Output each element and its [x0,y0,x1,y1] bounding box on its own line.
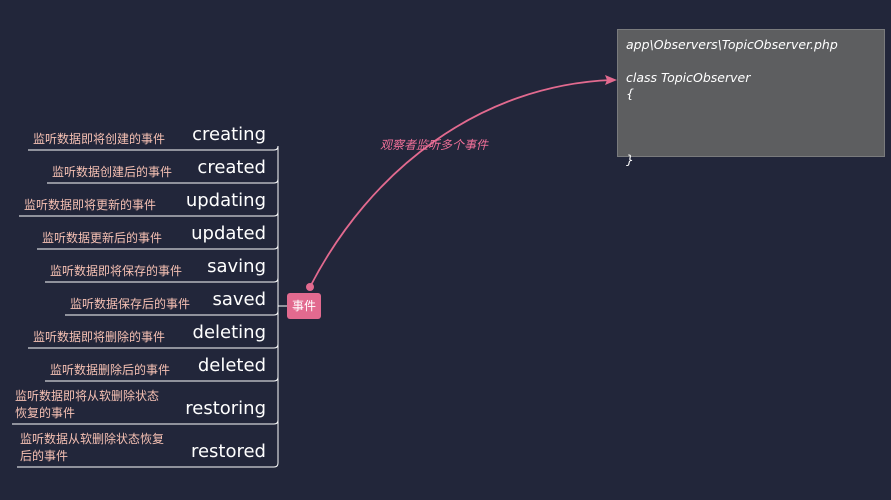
event-item-saving[interactable]: 监听数据即将保存的事件 saving [0,249,278,282]
code-line [626,53,876,69]
event-name: saving [207,256,266,277]
arrow-start-dot [306,283,314,291]
connector-restored [17,462,279,468]
edge-label: 观察者监听多个事件 [380,138,489,152]
observer-arrow [309,79,613,288]
event-description: 监听数据即将保存的事件 [50,264,183,278]
event-description: 监听数据删除后的事件 [50,363,171,377]
code-line: { [626,86,634,102]
event-name: updated [191,223,266,244]
event-item-updated[interactable]: 监听数据更新后的事件 updated [0,216,278,249]
event-name: restoring [185,398,266,419]
code-line: app\Observers\TopicObserver.php [626,37,838,52]
code-lines: app\Observers\TopicObserver.php class Top… [626,37,876,168]
event-description: 监听数据保存后的事件 [70,297,191,311]
event-name: deleting [192,322,266,343]
event-name: created [197,157,266,178]
event-item-updating[interactable]: 监听数据即将更新的事件 updating [0,183,278,216]
event-description: 监听数据即将删除的事件 [33,330,166,344]
event-description: 监听数据即将更新的事件 [24,198,157,212]
code-line: class TopicObserver [626,69,751,85]
event-name: saved [212,289,266,310]
event-description: 监听数据更新后的事件 [42,231,163,245]
event-item-deleted[interactable]: 监听数据删除后的事件 deleted [0,348,278,381]
tree-connectors [12,145,287,468]
event-name: restored [190,441,266,462]
event-item-created[interactable]: 监听数据创建后的事件 created [0,150,278,183]
event-name: updating [185,190,266,211]
code-box: app\Observers\TopicObserver.php class Top… [617,29,885,167]
event-description: 监听数据从软删除状态恢复后的事件 [20,432,165,463]
event-name: deleted [197,355,266,376]
event-name: creating [192,124,266,145]
code-line [626,103,876,119]
event-item-restored[interactable]: 监听数据从软删除状态恢复后的事件 restored [0,424,278,467]
event-item-deleting[interactable]: 监听数据即将删除的事件 deleting [0,315,278,348]
code-line: } [626,151,634,167]
event-description: 监听数据即将从软删除状态恢复的事件 [15,389,160,420]
event-description: 监听数据即将创建的事件 [33,132,166,146]
event-node[interactable]: 事件 [287,293,321,319]
event-item-saved[interactable]: 监听数据保存后的事件 saved [0,282,278,315]
event-description: 监听数据创建后的事件 [52,165,173,179]
code-line [626,119,876,135]
event-item-restoring[interactable]: 监听数据即将从软删除状态恢复的事件 restoring [0,381,278,424]
code-line [626,135,876,151]
event-item-creating[interactable]: 监听数据即将创建的事件 creating [0,117,278,150]
arrow-head [605,75,617,85]
